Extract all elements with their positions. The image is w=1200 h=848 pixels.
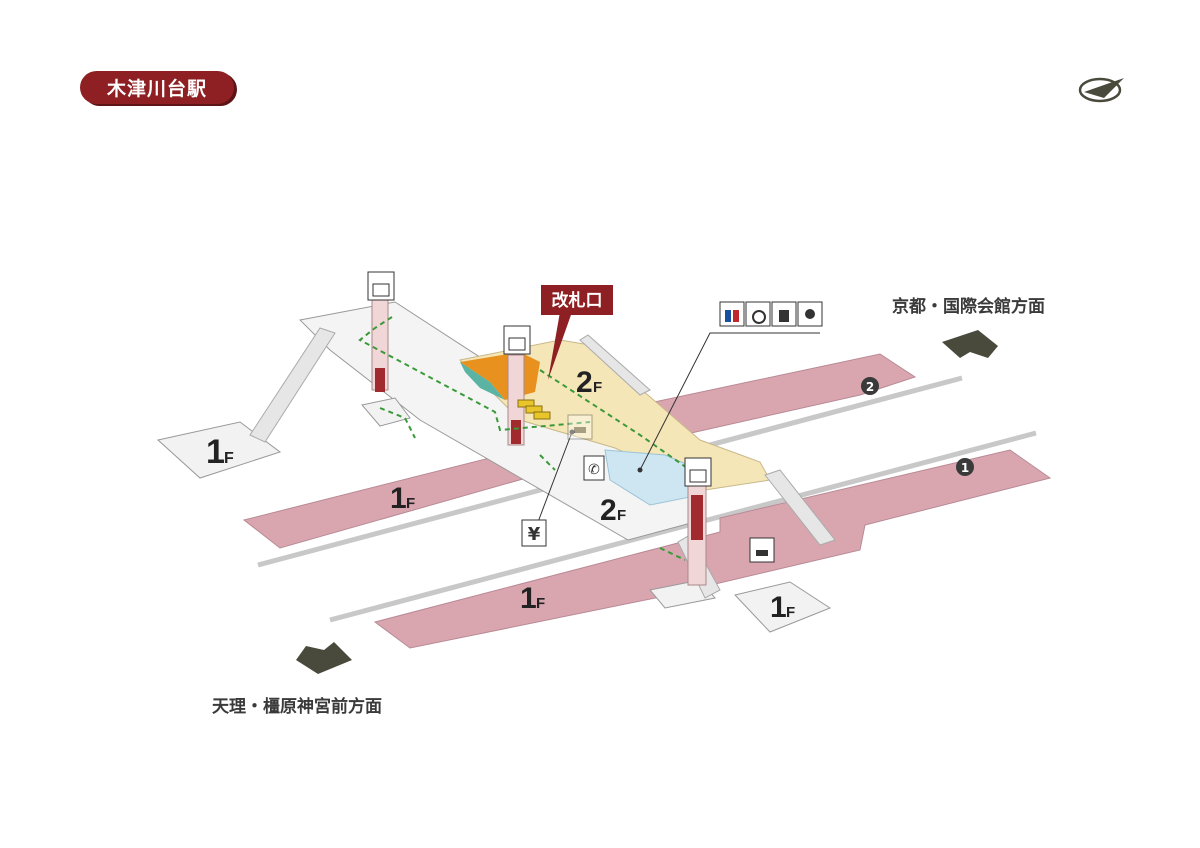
elevator-icon-3 — [684, 457, 712, 487]
svg-text:1: 1 — [961, 461, 969, 475]
gate-label: 改札口 — [552, 290, 603, 311]
svg-text:F: F — [786, 604, 795, 621]
telephone-icon: ✆ — [583, 455, 605, 481]
elevator-icon-2 — [503, 325, 531, 355]
ticket-callout-dot — [569, 429, 575, 435]
accessible-route — [358, 316, 691, 561]
svg-text:2: 2 — [600, 494, 617, 527]
south-arrow — [296, 642, 352, 674]
svg-text:F: F — [536, 595, 545, 612]
station-name-badge: 木津川台駅 — [80, 71, 234, 104]
svg-text:2: 2 — [866, 380, 874, 394]
wheelchair-icon — [745, 301, 771, 327]
floor-label-1f-platform2: 1 F — [390, 482, 415, 515]
svg-text:F: F — [593, 379, 602, 396]
waiting-room-icon-2 — [567, 414, 593, 440]
facility-callout-dot — [637, 467, 643, 473]
svg-text:1: 1 — [770, 591, 787, 624]
svg-text:✆: ✆ — [588, 462, 600, 478]
svg-text:2: 2 — [576, 366, 593, 399]
floor-label-2f-concourse: 2 F — [576, 366, 602, 399]
elevator-icon — [367, 271, 395, 301]
floor-label-2f-bridge: 2 F — [600, 494, 626, 527]
svg-text:F: F — [617, 507, 626, 524]
waiting-room-icon — [749, 537, 775, 563]
landing-1f-west — [156, 421, 282, 479]
floor-label-1f-east: 1 F — [770, 591, 795, 624]
station-name: 木津川台駅 — [106, 78, 207, 100]
svg-text:1: 1 — [206, 433, 225, 471]
floor-label-1f-west: 1 F — [206, 433, 234, 471]
ostomate-icon — [771, 301, 797, 327]
floor-label-1f-platform1: 1 F — [520, 582, 545, 615]
gate-pointer — [548, 312, 572, 380]
gate-label-box — [541, 285, 613, 315]
svg-text:¥: ¥ — [528, 524, 541, 545]
facility-callout — [639, 332, 820, 471]
ticket-callout — [537, 431, 573, 523]
svg-text:1: 1 — [520, 582, 537, 615]
ticket-gates — [517, 399, 551, 420]
ticket-machine-icon: ¥ — [521, 519, 547, 547]
platform-marker-2: 2 — [861, 377, 879, 395]
landing-1f-small — [361, 397, 411, 427]
landing-1f-mid — [649, 579, 716, 609]
landing-1f-east — [734, 581, 832, 633]
direction-south-label: 天理・橿原神宮前方面 — [212, 697, 382, 717]
baby-care-icon — [797, 301, 823, 327]
svg-text:F: F — [224, 450, 234, 467]
direction-north-label: 京都・国際会館方面 — [892, 297, 1045, 317]
north-arrow — [942, 330, 998, 358]
compass-icon — [1078, 77, 1124, 103]
toilet-icon — [719, 301, 745, 327]
svg-text:1: 1 — [390, 482, 407, 515]
platform-1 — [373, 449, 1052, 649]
concourse-2f — [458, 339, 771, 491]
ticket-office-side — [460, 362, 505, 400]
platform-marker-1: 1 — [956, 458, 974, 476]
svg-text:F: F — [406, 495, 415, 512]
